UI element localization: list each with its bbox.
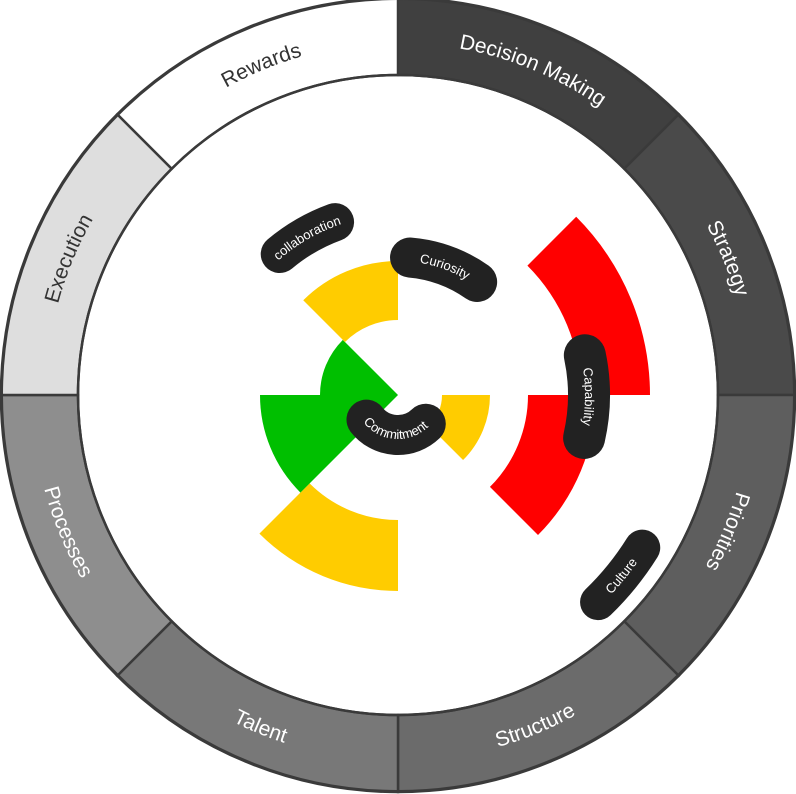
tag-culture: Culture xyxy=(580,529,661,621)
ring-segment-fill xyxy=(115,619,400,794)
ring-segment-processes: Processes xyxy=(0,393,174,678)
ring-inner-border xyxy=(76,73,720,717)
tag-background xyxy=(346,399,446,455)
strategy-red-sector xyxy=(527,216,650,395)
structure-yellow-sector xyxy=(429,395,490,461)
ring-segment-fill xyxy=(622,112,796,397)
ring-segment-talent: Talent xyxy=(115,619,400,794)
ring-segment-strategy: Strategy xyxy=(622,112,796,397)
ring-segment-structure: Structure xyxy=(396,619,681,794)
ring-segment-fill xyxy=(0,393,174,678)
ring-segment-fill xyxy=(396,619,681,794)
ring-segment-fill xyxy=(0,112,174,397)
tag-capability: Capability xyxy=(563,334,610,459)
rewards-yellow-sector xyxy=(303,261,398,342)
ring-segment-decision-making: Decision Making xyxy=(396,0,681,171)
tag-background xyxy=(580,529,661,621)
tag-curiosity: Curiosity xyxy=(390,237,498,302)
tag-commitment: Commitment xyxy=(346,399,446,455)
ring-segment-execution: Execution xyxy=(0,112,174,397)
tag-background xyxy=(260,203,355,274)
culture-tags: collaboration CuriosityCapabilityCommitme… xyxy=(260,203,661,621)
tag-collaboration: collaboration xyxy=(260,203,355,274)
tag-background xyxy=(563,334,610,459)
tag-background xyxy=(390,237,498,302)
execution-green-sector xyxy=(320,339,398,395)
tag-label-capability: Capability xyxy=(580,367,597,428)
talent-yellow-sector xyxy=(259,483,398,591)
